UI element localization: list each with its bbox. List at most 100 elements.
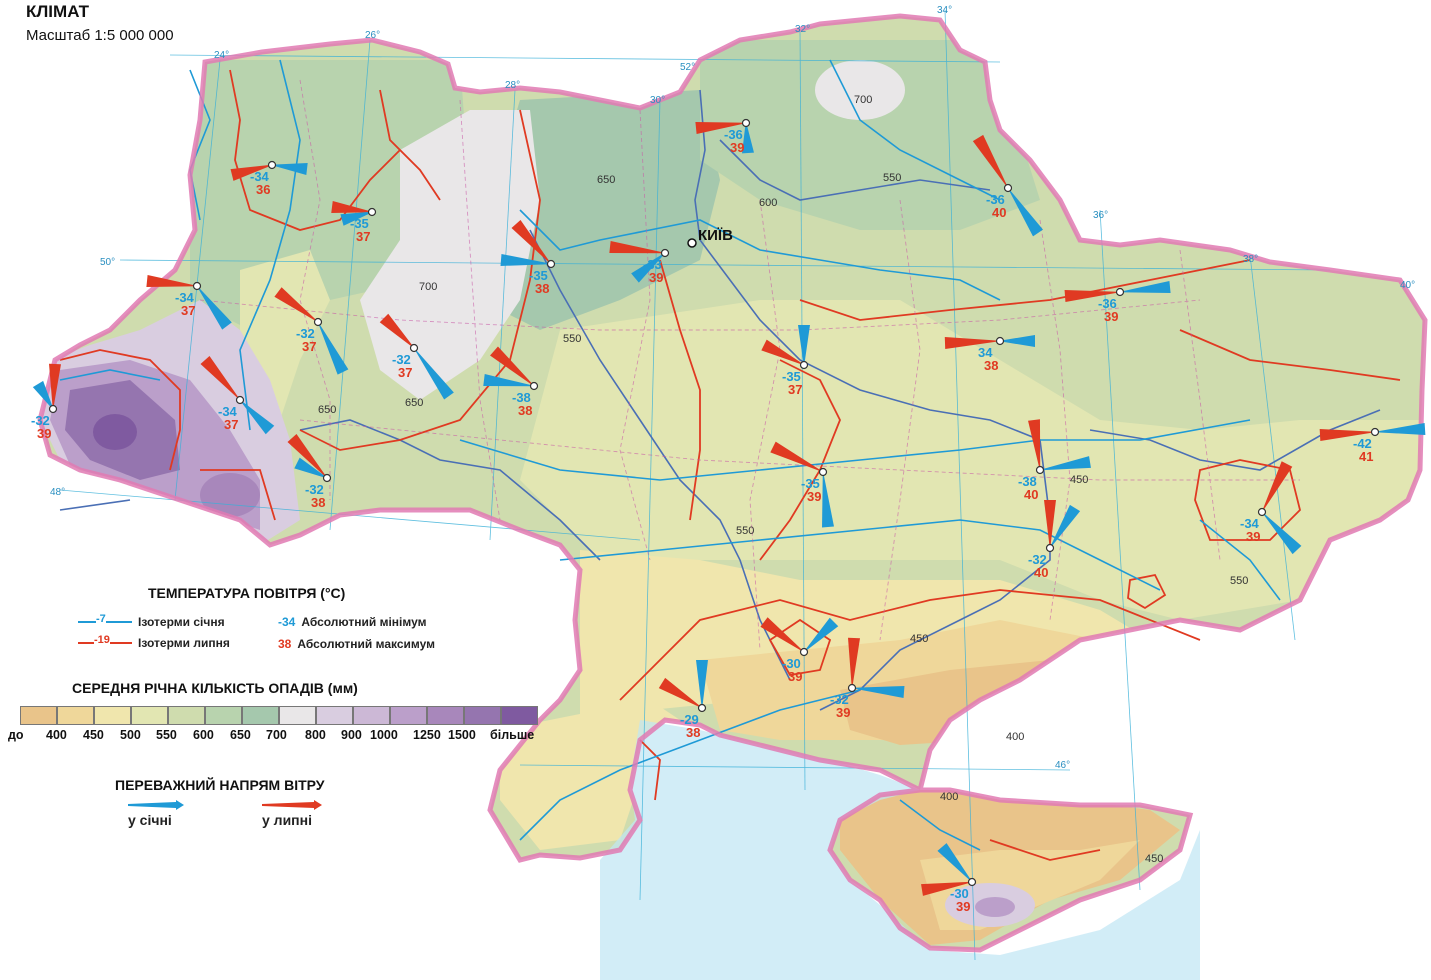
station-marker [1035,465,1045,475]
january-wind-arrow [340,211,374,226]
july-wind-arrow [761,339,806,366]
july-wind-arrow [274,287,320,324]
july-wind-arrow [770,441,825,473]
january-wind-arrow [696,660,708,710]
svg-text:600: 600 [759,197,777,209]
station-min-temp: -34 [175,290,195,305]
precipitation-swatch [205,706,242,725]
svg-text:650: 650 [405,397,423,409]
precipitation-label: 450 [83,728,104,742]
svg-text:650: 650 [318,404,336,416]
january-wind-arrow [1373,423,1426,435]
july-wind-arrow [944,337,1002,349]
january-wind-arrow [850,686,905,698]
station-marker [313,317,323,327]
station-min-temp: -36 [986,192,1005,207]
precipitation-swatch [316,706,353,725]
map-scale: Масштаб 1:5 000 000 [26,27,174,44]
station-min-temp: -34 [218,404,238,419]
svg-text:550: 550 [1230,575,1248,587]
station-min-temp: -34 [1240,516,1260,531]
meridian-label: 34° [937,5,952,16]
station-marker [967,877,977,887]
station-max-temp: 37 [224,417,238,432]
january-wind-arrow [32,380,55,411]
july-wind-arrow [331,201,374,213]
july-isotherms [59,69,1401,861]
station-marker [818,467,828,477]
station-max-temp: 36 [256,182,270,197]
station-min-temp: -32 [1028,552,1047,567]
legend-wind-jul: у липні [262,800,322,828]
svg-text:450: 450 [1070,474,1088,486]
svg-text:450: 450 [1145,853,1163,865]
july-wind-arrow [230,164,274,181]
legend-abs-min-sample: -34 [278,615,296,629]
precipitation-swatch [57,706,94,725]
july-wind-arrow [146,275,199,287]
precipitation-label: 900 [341,728,362,742]
station-min-temp: -35 [782,369,801,384]
station-max-temp: 39 [1246,529,1260,544]
legend-isotherm-jul-label: Ізотерми липня [138,636,230,650]
parallel-label: 50° [100,257,115,268]
weather-stations: -3436-3537-3437-3237-3237-3538-3339-3639… [31,118,1426,914]
legend-abs-max-sample: 38 [278,637,292,651]
parallel-label: 46° [1055,760,1070,771]
svg-text:400: 400 [940,791,958,803]
station-min-temp: -32 [830,692,849,707]
station-max-temp: 39 [836,705,850,720]
parallel-label: 52° [680,62,695,73]
map-title: КЛІМАТ [26,2,90,21]
station-min-temp: -38 [1018,474,1037,489]
july-wind-arrow [490,346,536,388]
station-max-temp: 37 [398,365,412,380]
july-wind-arrow [1064,290,1122,302]
july-wind-arrow [1044,500,1056,550]
station-max-temp: 38 [686,725,700,740]
svg-text:550: 550 [736,525,754,537]
station-min-temp: -35 [529,268,548,283]
station-max-temp: 38 [984,358,998,373]
station-min-temp: -38 [512,390,531,405]
station-min-temp: -30 [950,886,969,901]
station-max-temp: 37 [302,339,316,354]
station-marker [741,118,751,128]
station-max-temp: 39 [649,270,663,285]
wind-legend-title: ПЕРЕВАЖНИЙ НАПРЯМ ВІТРУ [115,777,325,793]
precipitation-label: до [8,728,24,742]
precipitation-swatch [390,706,427,725]
precipitation-swatch [242,706,279,725]
station-min-temp: -35 [350,216,369,231]
station-marker [322,473,332,483]
precipitation-label: 1250 [413,728,441,742]
january-wind-arrow [1048,504,1081,550]
temperature-legend-title: ТЕМПЕРАТУРА ПОВІТРЯ (°С) [148,585,346,601]
svg-text:550: 550 [563,333,581,345]
station-marker [660,248,670,258]
station-min-temp: -33 [643,257,662,272]
january-wind-arrow [998,335,1035,347]
station-marker [235,395,245,405]
station-max-temp: 39 [730,140,744,155]
station-max-temp: 39 [788,669,802,684]
station-marker [367,207,377,217]
station-max-temp: 37 [788,382,802,397]
july-wind-arrow [972,134,1010,190]
precipitation-label: 800 [305,728,326,742]
station-marker [1115,287,1125,297]
svg-text:550: 550 [883,172,901,184]
july-wind-arrow [287,434,329,480]
station-marker [529,381,539,391]
legend-abs-max-label: Абсолютний максимум [297,637,436,651]
january-wind-arrow [412,346,454,400]
january-wind-arrow [1006,186,1043,237]
svg-text:450: 450 [910,633,928,645]
january-wind-arrow [937,843,974,884]
station-min-temp: 34 [978,345,993,360]
